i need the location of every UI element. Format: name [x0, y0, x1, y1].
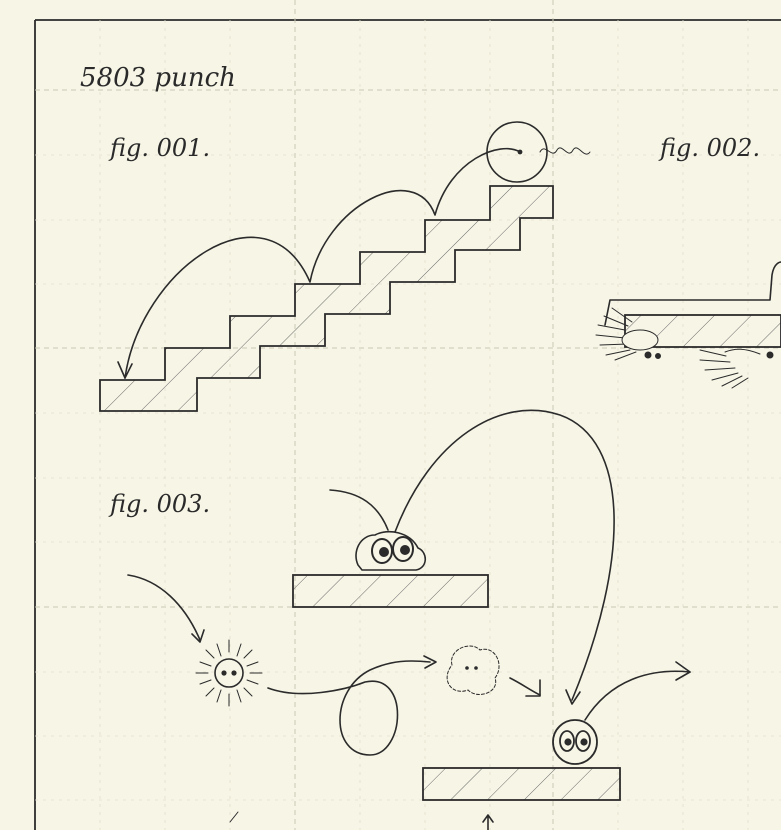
fig-002-label: fig. 002.: [658, 134, 760, 162]
bottom-mark: [482, 814, 494, 830]
ball: [486, 121, 548, 183]
bounce-path: [124, 147, 521, 379]
fig-003-label: fig. 003.: [108, 490, 210, 518]
bubble-creature: [552, 719, 598, 765]
jump-arrowhead: [565, 689, 581, 705]
staircase: [99, 185, 554, 412]
approach-arc: [329, 489, 389, 531]
spiky-creature: [195, 639, 263, 707]
hedgehog-right: [699, 348, 774, 389]
ball-center: [517, 149, 523, 155]
loop-arrowhead: [423, 655, 437, 669]
upper-platform: [292, 574, 489, 608]
spin-mark: [539, 147, 591, 155]
exit-arc: [584, 670, 691, 721]
jump-arc: [394, 409, 615, 701]
dust-puff: [446, 645, 500, 695]
page-title: 5803 punch: [80, 63, 236, 93]
hedgehog-left: [595, 307, 661, 361]
puff-arrow: [509, 677, 541, 696]
fig-001-drawing: [99, 121, 591, 412]
eyed-creature-upper: [355, 531, 427, 571]
fig-003-drawing: [127, 409, 691, 830]
fig-001-label: fig. 001.: [108, 134, 210, 162]
guide-grid: [35, 0, 781, 830]
bounce-arrowhead: [117, 361, 133, 379]
fig-002-drawing: [595, 261, 781, 389]
lower-platform: [422, 767, 621, 801]
incoming-arrow: [127, 574, 201, 641]
loop-path: [267, 660, 431, 756]
